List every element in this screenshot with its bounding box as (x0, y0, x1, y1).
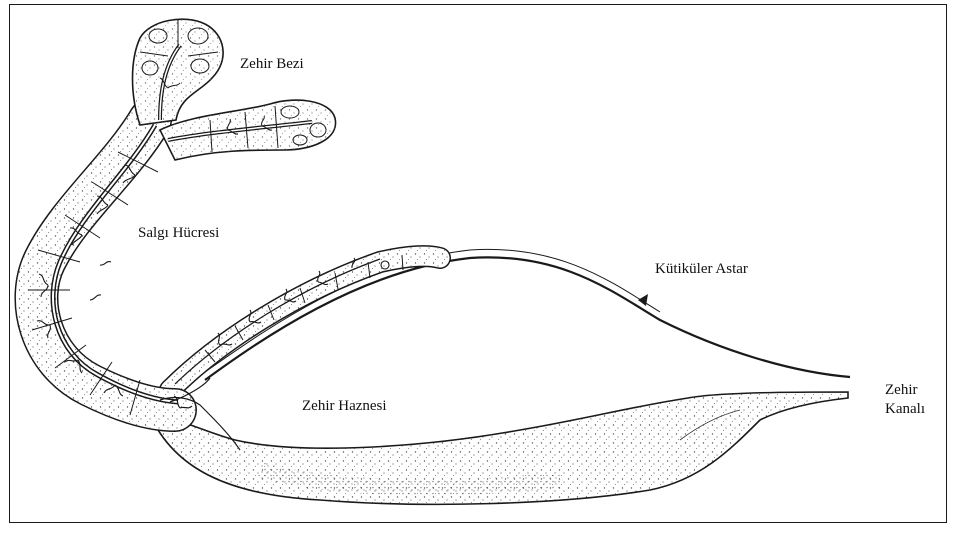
secretory-duct-right (170, 255, 440, 390)
label-venom-reservoir: Zehir Haznesi (302, 397, 387, 416)
secretory-duct-main (28, 120, 178, 415)
venom-gland-upper-bulb (133, 19, 224, 125)
arrow-marker-icon (638, 294, 648, 306)
label-venom-canal: Zehir Kanalı (885, 381, 945, 419)
label-cuticular-lining: Kütiküler Astar (655, 260, 748, 279)
label-secretory-cell: Salgı Hücresi (138, 224, 219, 243)
venom-reservoir-sac (150, 392, 848, 504)
cuticular-lining (205, 249, 850, 380)
venom-gland-side-bulb (160, 100, 336, 160)
label-venom-gland: Zehir Bezi (240, 55, 304, 74)
